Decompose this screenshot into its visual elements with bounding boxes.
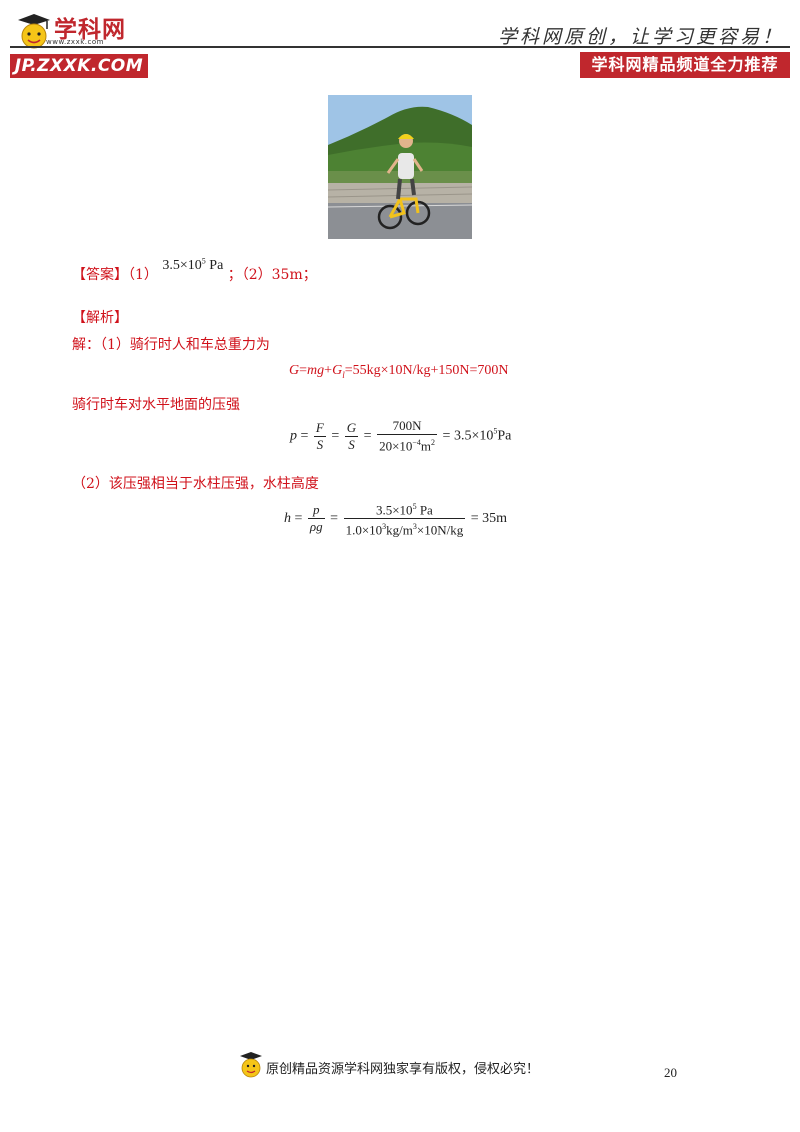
site-name: 学科网 — [54, 17, 126, 43]
jp-badge[interactable]: JP.ZXXK.COM — [10, 54, 148, 78]
footer-copyright: 原创精品资源学科网独家享有版权，侵权必究！ — [266, 1062, 540, 1077]
promo-badge: 学科网精品频道全力推荐 — [580, 52, 790, 78]
mascot-logo-icon — [18, 14, 50, 49]
equation-total-weight: G=mg+Gl=55kg×10N/kg+150N=700N — [289, 363, 509, 380]
answer-part1-prefix: （1） — [128, 267, 158, 283]
mascot-footer-icon — [240, 1052, 262, 1078]
page-number: 20 — [664, 1065, 677, 1080]
cyclist-photo — [328, 95, 472, 239]
step1-intro: 解：（1）骑行时人和车总重力为 — [72, 337, 270, 353]
slogan: 学科网原创，让学习更容易！ — [497, 26, 784, 48]
analysis-label: 【解析】 — [72, 310, 128, 326]
answer-part1-value: 3.5×105 Pa — [162, 256, 224, 273]
step3-intro: （2）该压强相当于水柱压强，水柱高度 — [72, 476, 319, 492]
step2-intro: 骑行时车对水平地面的压强 — [72, 397, 240, 413]
site-url[interactable]: www.zxxk.com — [46, 38, 104, 46]
answer-label: 【答案】 — [72, 267, 128, 283]
answer-line: 【答案】（1） 3.5×105 Pa ；（2）35m； — [72, 256, 317, 284]
answer-part2: （2）35m； — [241, 267, 317, 283]
header-rule — [10, 46, 790, 48]
answer-separator: ； — [227, 267, 242, 283]
